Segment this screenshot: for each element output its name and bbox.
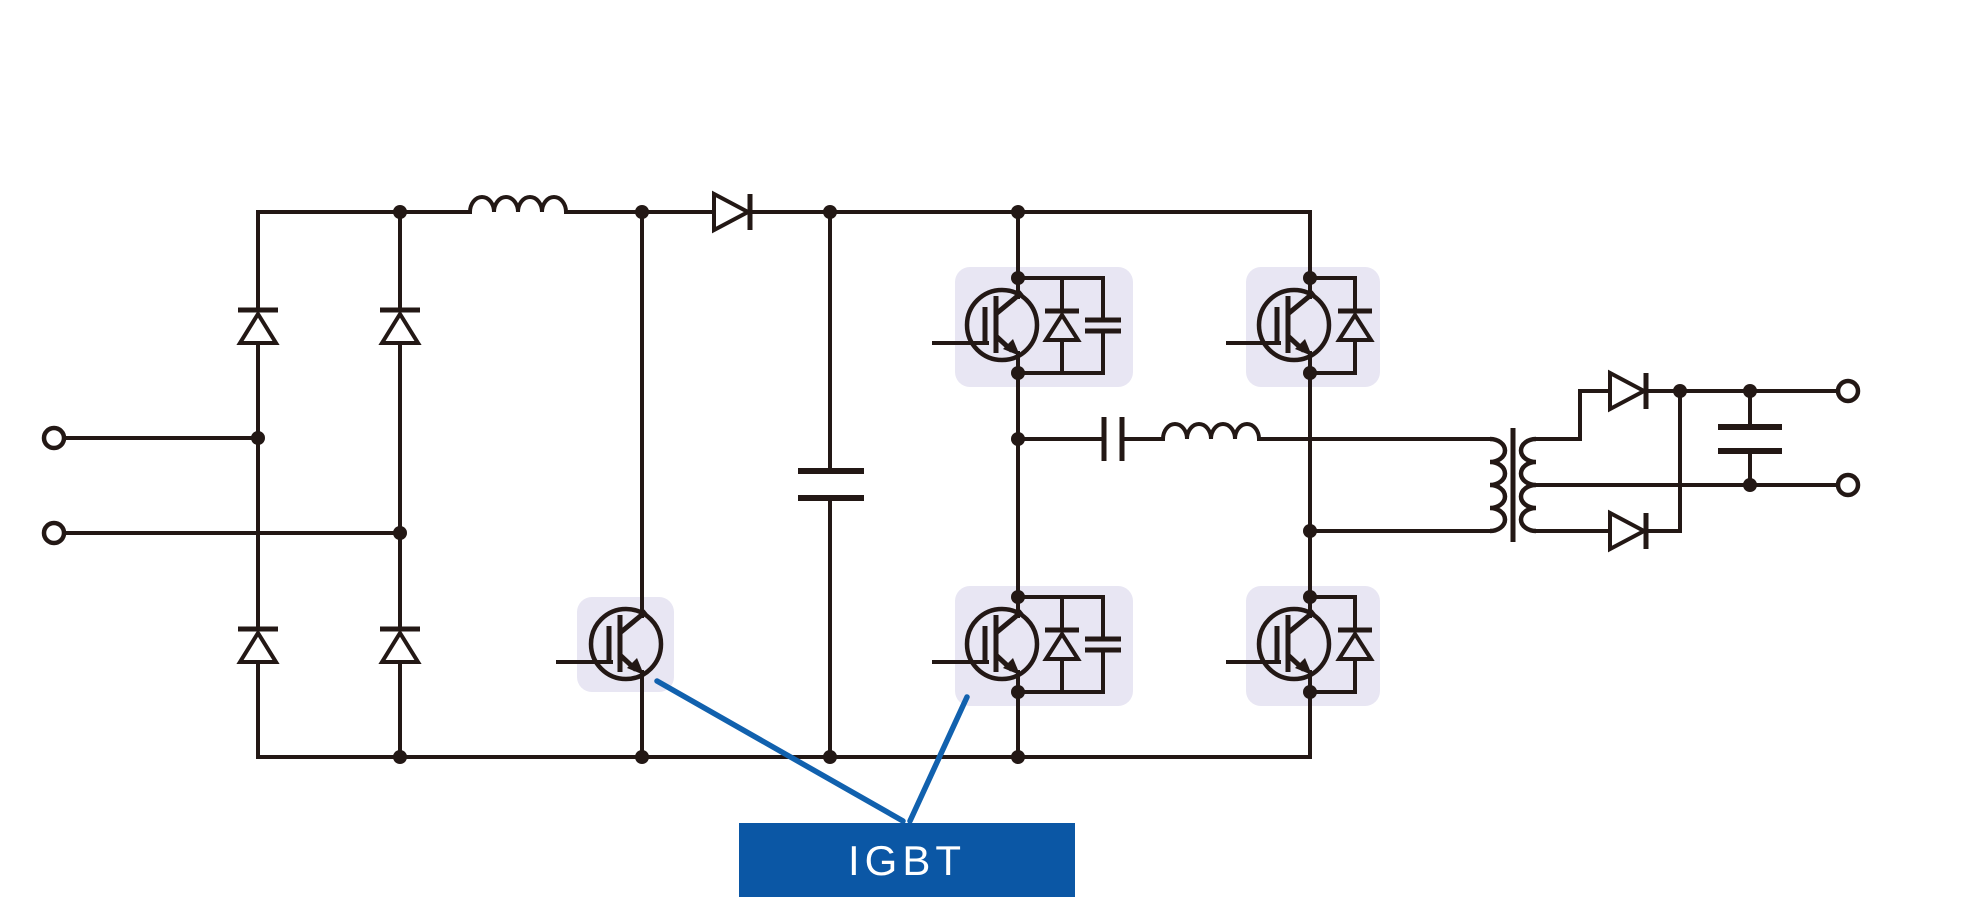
emitter-arrow: [1295, 339, 1312, 356]
dc-output-terminal-bottom: [1835, 472, 1861, 498]
inverter-igbt-low-right: [1226, 606, 1332, 682]
boost-diode: [712, 190, 753, 234]
ac-input-terminal-top: [41, 425, 67, 451]
dc-output-terminal-top: [1835, 378, 1861, 404]
igbt-label-text: IGBT: [848, 837, 966, 884]
igbt-circle: [1256, 287, 1332, 363]
igbt-circle: [588, 606, 664, 682]
igbt-callout-line-left: [654, 678, 906, 824]
transformer-center-tapped: [1489, 428, 1537, 542]
dc-link-capacitor: [798, 468, 864, 501]
ac-input-terminal-bottom: [41, 520, 67, 546]
resonant-capacitor: [1101, 417, 1125, 461]
emitter-arrow: [1003, 658, 1020, 675]
emitter-arrow: [1003, 339, 1020, 356]
antiparallel-diodes: [1042, 308, 1375, 661]
junction-dots: [251, 205, 1757, 764]
boost-igbt: [556, 606, 664, 682]
resonant-inductor: [1161, 422, 1261, 440]
igbt-circle: [1256, 606, 1332, 682]
igbt-circle: [964, 287, 1040, 363]
igbt-circle: [964, 606, 1040, 682]
inverter-igbt-high-right: [1226, 287, 1332, 363]
pfc-inductor: [468, 195, 568, 213]
igbt-low-left-highlight-box: [955, 586, 1133, 706]
igbt-callout: IGBT: [654, 678, 1075, 897]
output-rectifier-diodes: [1608, 369, 1649, 553]
emitter-arrow: [627, 658, 644, 675]
inverter-igbt-high-left: [932, 287, 1040, 363]
snubber-capacitors: [1085, 317, 1121, 653]
circuit-wiring: [63, 210, 1840, 759]
io-terminals: [41, 378, 1861, 546]
output-filter-capacitor: [1718, 424, 1782, 454]
igbt-callout-line-right: [907, 694, 970, 824]
igbt-high-left-highlight-box: [955, 267, 1133, 387]
emitter-arrow: [1295, 658, 1312, 675]
bridge-rectifier: [236, 307, 422, 664]
inverter-igbt-low-left: [932, 606, 1040, 682]
igbt-label-box: [739, 823, 1075, 897]
